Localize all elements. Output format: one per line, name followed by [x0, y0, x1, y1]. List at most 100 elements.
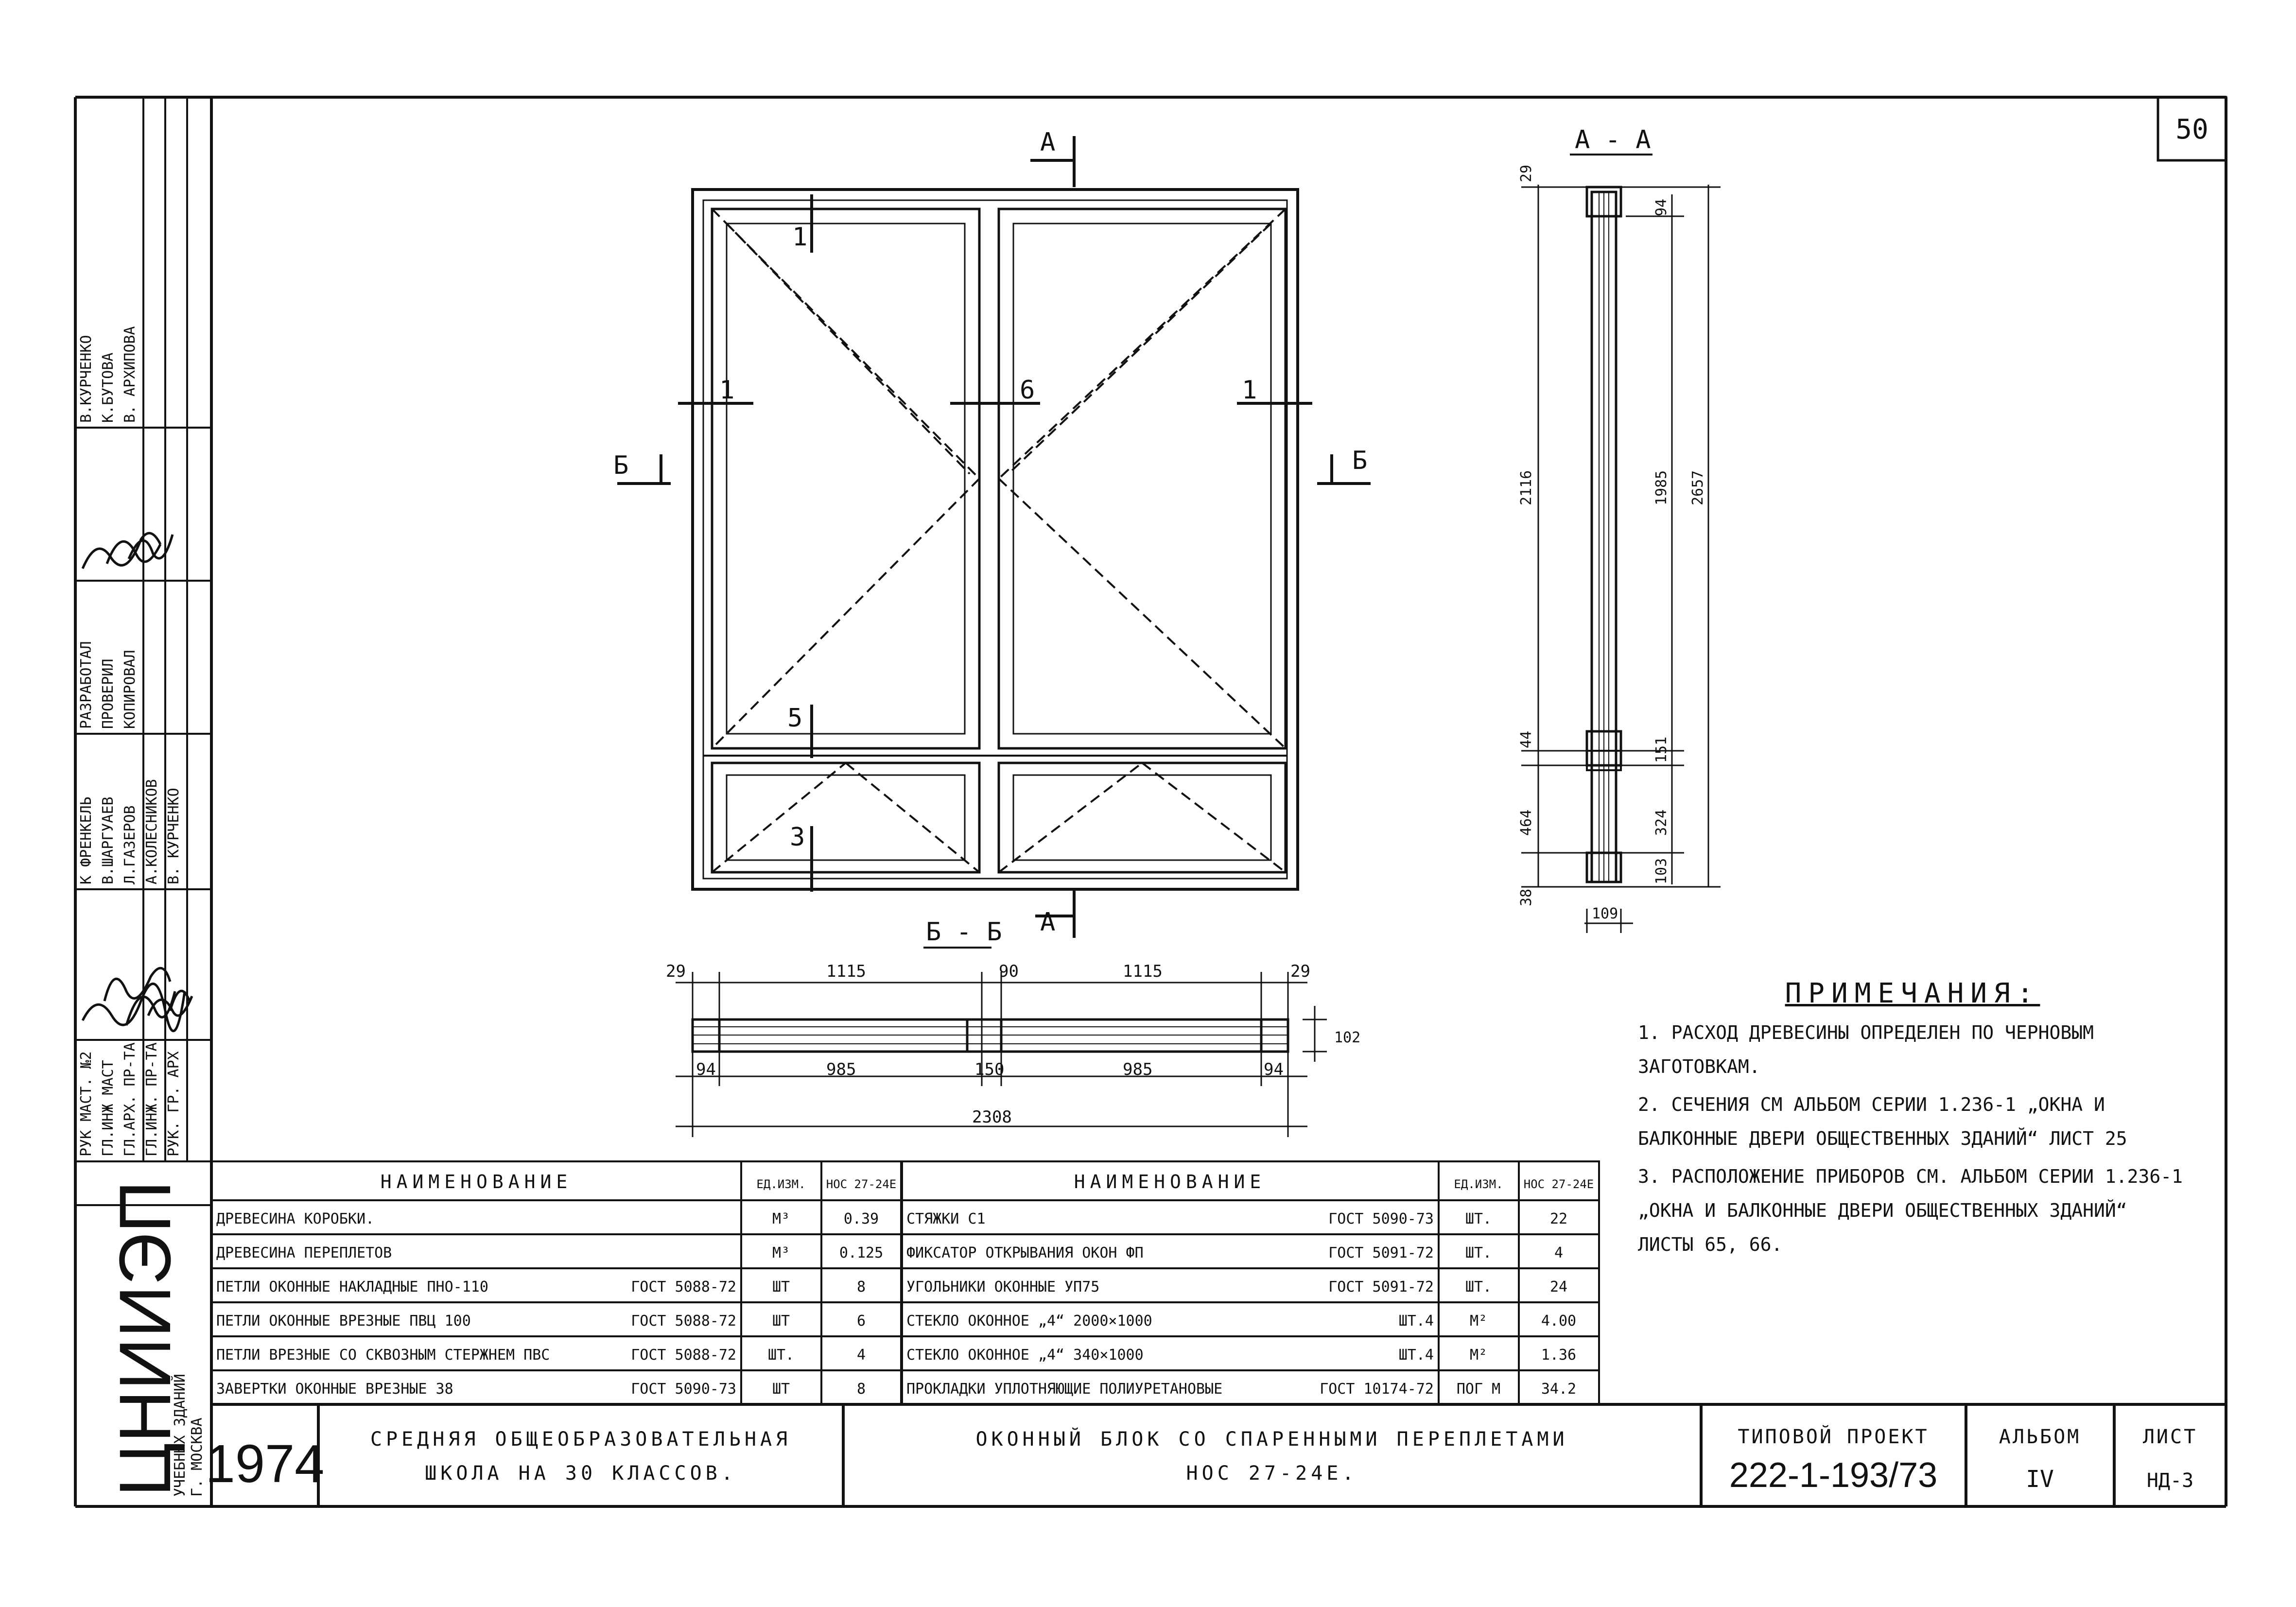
spec-right-unit: ПОГ М	[1457, 1381, 1500, 1398]
callout-3: 3	[790, 823, 805, 852]
aa-dim-38: 38	[1518, 889, 1535, 906]
spec-left-qty: 0.125	[839, 1244, 883, 1261]
spec-left-qty: 6	[857, 1313, 866, 1330]
callout-1-left: 1	[719, 376, 734, 405]
album-value: IV	[2026, 1466, 2054, 1493]
spec-left-name: ПЕТЛИ ОКОННЫЕ ВРЕЗНЫЕ ПВЦ 100	[216, 1313, 471, 1330]
stamp-name-right-1: В.КУРЧЕНКО	[78, 335, 95, 423]
spec-left-qty: 8	[857, 1381, 866, 1398]
aa-dim-29: 29	[1518, 165, 1535, 182]
spec-right-unit: М²	[1470, 1347, 1487, 1364]
project-label: ТИПОВОЙ ПРОЕКТ	[1738, 1425, 1929, 1448]
spec-left-qty: 8	[857, 1279, 866, 1296]
spec-left-name: ДРЕВЕСИНА ПЕРЕПЛЕТОВ	[216, 1244, 392, 1261]
bb-dim-total: 2308	[972, 1107, 1012, 1127]
spec-right-gost: ШТ.4	[1399, 1347, 1434, 1364]
title-block: 1974 СРЕДНЯЯ ОБЩЕОБРАЗОВАТЕЛЬНАЯ ШКОЛА Н…	[206, 1425, 2196, 1495]
spec-left-unit: М³	[772, 1210, 790, 1227]
note-item-2: 2. СЕЧЕНИЯ СМ АЛЬБОМ СЕРИИ 1.236-1 „ОКНА…	[1638, 1094, 2127, 1149]
spec-left-gost: ГОСТ 5088-72	[631, 1347, 736, 1364]
spec-right-qty: 34.2	[1541, 1381, 1576, 1398]
spec-right-name: ФИКСАТОР ОТКРЫВАНИЯ ОКОН ФП	[906, 1244, 1144, 1261]
spec-right-gost: ГОСТ 5091-72	[1328, 1279, 1434, 1296]
spec-right-qty: 24	[1550, 1279, 1567, 1296]
bb-dim-985-left: 985	[826, 1060, 856, 1079]
signature-scribbles	[81, 532, 193, 1033]
stamp-role-3: ГЛ.АРХ. ПР-ТА	[122, 1042, 139, 1157]
spec-left-unit: ШТ.	[768, 1347, 794, 1364]
aa-dim-103: 103	[1653, 858, 1670, 884]
org-sub-1: УЧЕБНЫХ ЗДАНИЙ	[171, 1374, 189, 1497]
drawing-line-1: ОКОННЫЙ БЛОК СО СПАРЕННЫМИ ПЕРЕПЛЕТАМИ	[975, 1427, 1568, 1451]
section-bb-dims: 29 1115 90 1115 29 94 985 150 985 94 230…	[666, 962, 1360, 1127]
spec-right-gost: ГОСТ 10174-72	[1320, 1381, 1434, 1398]
sheet-value: НД-3	[2147, 1469, 2193, 1492]
stamp-name-right-2: К.БУТОВА	[100, 353, 117, 423]
aa-dim-109: 109	[1592, 905, 1618, 922]
aa-dim-464: 464	[1518, 810, 1535, 836]
cut-b-left: Б	[613, 451, 628, 480]
stamp-role-2: ГЛ.ИНЖ МАСТ	[100, 1060, 117, 1157]
section-bb	[676, 972, 1327, 1137]
notes-title: ПРИМЕЧАНИЯ:	[1785, 978, 2040, 1009]
spec-right-qty: 22	[1550, 1210, 1567, 1227]
aa-dim-44: 44	[1518, 731, 1535, 748]
drawing-line-2: НОС 27-24Е.	[1186, 1462, 1358, 1485]
section-aa-title: А - А	[1575, 125, 1651, 155]
section-marks	[617, 136, 1371, 938]
stamp-name-4: А.КОЛЕСНИКОВ	[143, 779, 160, 884]
spec-right-name: ПРОКЛАДКИ УПЛОТНЯЮЩИЕ ПОЛИУРЕТАНОВЫЕ	[906, 1381, 1222, 1398]
spec-left-qty: 0.39	[844, 1210, 879, 1227]
cut-b-right: Б	[1352, 446, 1367, 475]
spec-right-name: СТЕКЛО ОКОННОЕ „4“ 2000×1000	[906, 1313, 1152, 1330]
notes-block: ПРИМЕЧАНИЯ: 1. РАСХОД ДРЕВЕСИНЫ ОПРЕДЕЛЕ…	[1638, 977, 2187, 1265]
note-item-3: 3. РАСПОЛОЖЕНИЕ ПРИБОРОВ СМ. АЛЬБОМ СЕРИ…	[1638, 1166, 2183, 1255]
spec-left-unit: ШТ	[772, 1313, 790, 1330]
section-bb-title: Б - Б	[926, 917, 1002, 947]
section-aa-dims: 29 2116 44 464 38 94 1985 2657 151 324 1…	[1518, 165, 1706, 922]
bb-dim-985-right: 985	[1123, 1060, 1152, 1079]
spec-left-gost: ГОСТ 5088-72	[631, 1313, 736, 1330]
spec-right-unit: М²	[1470, 1313, 1487, 1330]
th-qty-right: НОС 27-24Е	[1524, 1177, 1594, 1191]
spec-right-unit: ШТ.	[1465, 1210, 1492, 1227]
aa-dim-324: 324	[1653, 810, 1670, 836]
stamp-role-4: ГЛ.ИНЖ. ПР-ТА	[143, 1042, 160, 1157]
stamp-role-right-3: КОПИРОВАЛ	[122, 650, 139, 729]
spec-right-gost: ГОСТ 5091-72	[1328, 1244, 1434, 1261]
spec-left-gost: ГОСТ 5088-72	[631, 1279, 736, 1296]
stamp-role-1: РУК МАСТ. №2	[78, 1051, 95, 1157]
bb-dim-94-right: 94	[1264, 1060, 1284, 1079]
section-labels: А А Б Б 1 1 6 1 5 3 Б - Б А - А	[613, 125, 1651, 947]
spec-left-name: ЗАВЕРТКИ ОКОННЫЕ ВРЕЗНЫЕ 38	[216, 1381, 453, 1398]
spec-right-unit: ШТ.	[1465, 1244, 1492, 1261]
album-label: АЛЬБОМ	[1999, 1426, 2081, 1448]
stamp-texts: РУК МАСТ. №2 ГЛ.ИНЖ МАСТ ГЛ.АРХ. ПР-ТА Г…	[78, 326, 182, 1157]
stamp-name-1: К ФРЕНКЕЛЬ	[78, 796, 95, 884]
stamp-name-right-3: В. АРХИПОВА	[122, 326, 139, 423]
object-line-1: СРЕДНЯЯ ОБЩЕОБРАЗОВАТЕЛЬНАЯ	[370, 1428, 791, 1451]
spec-right-gost: ГОСТ 5090-73	[1328, 1210, 1434, 1227]
stamp-role-5: РУК. ГР. АРХ	[165, 1051, 182, 1157]
th-unit-left: ЕД.ИЗМ.	[756, 1177, 805, 1191]
bb-dim-1115-right: 1115	[1123, 962, 1163, 981]
spec-right-gost: ШТ.4	[1399, 1313, 1434, 1330]
spec-left-name: ПЕТЛИ ОКОННЫЕ НАКЛАДНЫЕ ПНО-110	[216, 1279, 488, 1296]
bb-dim-29-right: 29	[1290, 962, 1310, 981]
callout-1-top: 1	[792, 223, 807, 252]
year: 1974	[206, 1434, 325, 1494]
spec-right-unit: ШТ.	[1465, 1279, 1492, 1296]
callout-1-right: 1	[1242, 376, 1257, 405]
spec-right-name: УГОЛЬНИКИ ОКОННЫЕ УП75	[906, 1279, 1099, 1296]
spec-right-qty: 4.00	[1541, 1313, 1576, 1330]
aa-dim-1985: 1985	[1653, 470, 1670, 505]
th-unit-right: ЕД.ИЗМ.	[1454, 1177, 1503, 1191]
spec-right-name: СТЯЖКИ С1	[906, 1210, 986, 1227]
window-elevation	[691, 188, 1299, 891]
spec-right-qty: 4	[1554, 1244, 1563, 1261]
bb-dim-94-left: 94	[696, 1060, 716, 1079]
th-qty-left: НОС 27-24Е	[826, 1177, 897, 1191]
org-sub-2: Г. МОСКВА	[189, 1417, 206, 1497]
spec-left-name: ПЕТЛИ ВРЕЗНЫЕ СО СКВОЗНЫМ СТЕРЖНЕМ ПВС	[216, 1347, 550, 1364]
stamp-role-right-1: РАЗРАБОТАЛ	[78, 641, 95, 729]
